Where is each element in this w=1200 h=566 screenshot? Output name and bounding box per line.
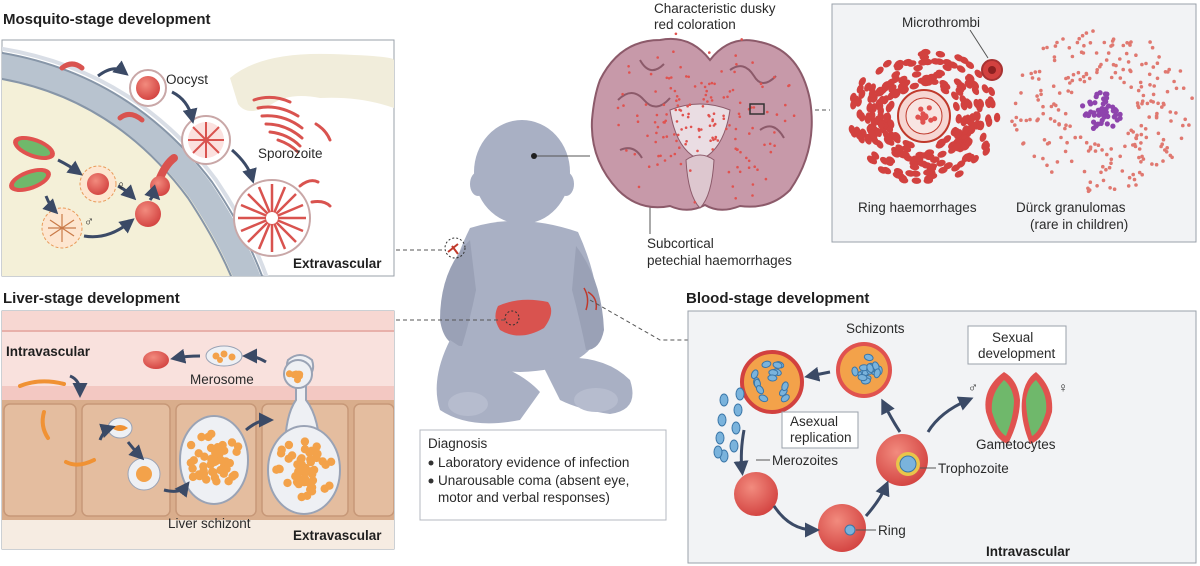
sexual-label-line1: Sexual — [992, 330, 1033, 345]
oocyst-segmenting — [181, 115, 231, 165]
gametocytes-label: Gametocytes — [976, 437, 1056, 452]
merosome-budding — [267, 354, 341, 515]
child-figure — [436, 120, 633, 424]
male-symbol: ♂ — [84, 214, 94, 229]
asexual-replication-box — [781, 411, 859, 449]
male-gametocyte-symbol: ♂ — [968, 380, 978, 395]
sporozoite-cluster — [252, 95, 332, 154]
oocyst-label: Oocyst — [166, 72, 208, 87]
infected-rbc — [143, 351, 169, 369]
ring-label: Ring — [878, 523, 906, 538]
blood-stage-panel — [687, 310, 1197, 564]
ring-stage-rbc — [818, 504, 866, 552]
blood-stage-title: Blood-stage development — [686, 290, 869, 307]
sexual-development-box — [967, 325, 1067, 365]
merosome-label: Merosome — [190, 372, 254, 387]
mosquito-stage-title: Mosquito-stage development — [3, 11, 211, 28]
sporozoite-label: Sporozoite — [258, 146, 323, 161]
midgut-epithelium — [2, 52, 261, 276]
liver-stage-title: Liver-stage development — [3, 290, 180, 307]
mosquito-extravascular-label: Extravascular — [293, 256, 382, 271]
arm-vessel — [583, 287, 598, 311]
child-torso — [445, 220, 600, 372]
blood-intravascular-label: Intravascular — [986, 544, 1071, 559]
mosquito-stage-panel: Oocyst Sporozoite ♀ ♂ Extravascular — [1, 39, 395, 277]
brain-petechial-line2: petechial haemorrhages — [647, 253, 792, 268]
liver-stage-panel: Intravascular Merosome Liver schizont Ex… — [1, 310, 395, 550]
uninfected-rbc — [734, 472, 778, 516]
mosquito-gametocytes — [9, 135, 55, 193]
diagnosis-item-2: Unarousable coma (absent eye, — [438, 473, 629, 488]
liver-schizont-label: Liver schizont — [168, 516, 251, 531]
sporozoite-in-vessel — [18, 379, 66, 388]
merosome — [205, 345, 243, 367]
ookinete — [156, 154, 178, 182]
merozoites-label: Merozoites — [772, 453, 838, 468]
diagnosis-item-1: Laboratory evidence of infection — [438, 455, 629, 470]
male-gamete-exflagellation — [41, 207, 83, 249]
histology-inset — [831, 3, 1197, 243]
trophozoite-label: Trophozoite — [938, 461, 1009, 476]
schizont — [836, 342, 892, 398]
mosquito-bite-marker — [444, 237, 466, 259]
diagnosis-title: Diagnosis — [428, 436, 488, 451]
zygote — [135, 201, 161, 227]
schizonts-label: Schizonts — [846, 321, 905, 336]
child-head — [474, 120, 570, 224]
vessel-wall-top — [2, 311, 394, 331]
brain-coloration-line2: red coloration — [654, 17, 736, 32]
sexual-label-line2: development — [978, 346, 1056, 361]
liver-extravascular-label: Extravascular — [293, 528, 382, 543]
asexual-label-line1: Asexual — [790, 414, 838, 429]
liver-schizont — [179, 415, 249, 505]
liver-intravascular-label: Intravascular — [6, 344, 91, 359]
brain-coloration-line1: Characteristic dusky — [654, 1, 776, 16]
free-merozoites — [713, 387, 745, 463]
durck-label-line1: Dürck granulomas — [1016, 200, 1126, 215]
brain-petechial-line1: Subcortical — [647, 236, 714, 251]
durck-label-line2: (rare in children) — [1030, 217, 1128, 232]
child-liver — [495, 299, 552, 336]
diagnosis-box: Diagnosis Laboratory evidence of infecti… — [419, 429, 667, 521]
brain-section — [590, 32, 813, 211]
bursting-schizont — [740, 350, 804, 414]
diagnosis-item-3: motor and verbal responses) — [438, 490, 610, 505]
blood-vessel — [2, 331, 394, 393]
ring-haemorrhages-label: Ring haemorrhages — [858, 200, 977, 215]
oocyst-mature — [233, 179, 311, 257]
female-symbol: ♀ — [116, 178, 126, 193]
asexual-label-line2: replication — [790, 430, 852, 445]
female-gametocyte-symbol: ♀ — [1058, 380, 1068, 395]
blood-gametocytes — [985, 372, 1053, 444]
microthrombi-label: Microthrombi — [902, 15, 980, 30]
